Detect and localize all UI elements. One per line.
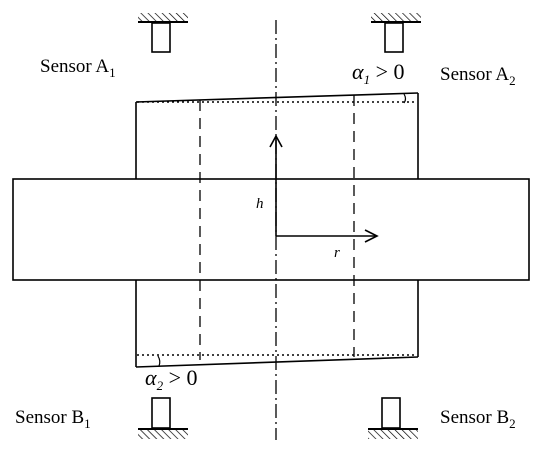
sensor-a1-mount <box>138 13 188 53</box>
reference-lines <box>137 101 416 356</box>
alpha2-arc <box>157 355 161 367</box>
sensor-a2-label: Sensor A2 <box>440 64 516 88</box>
h-axis-label: h <box>256 196 264 212</box>
r-axis-label: r <box>334 245 340 261</box>
vertical-dashed-lines <box>199 95 355 360</box>
sensor-a1-label: Sensor A1 <box>40 56 116 80</box>
rotor-disk <box>135 92 419 368</box>
sensor-a2-mount <box>371 13 421 53</box>
shaft <box>12 178 530 281</box>
alpha1-label: α1 > 0 <box>352 59 404 87</box>
sensor-b1-mount <box>138 397 188 439</box>
sensor-b2-label: Sensor B2 <box>440 407 516 431</box>
r-axis-arrow <box>276 229 379 243</box>
h-axis-arrow <box>269 134 283 236</box>
sensor-b2-mount <box>368 397 418 439</box>
alpha2-label: α2 > 0 <box>145 365 197 393</box>
alpha1-arc <box>403 93 407 104</box>
sensor-b1-label: Sensor B1 <box>15 407 91 431</box>
